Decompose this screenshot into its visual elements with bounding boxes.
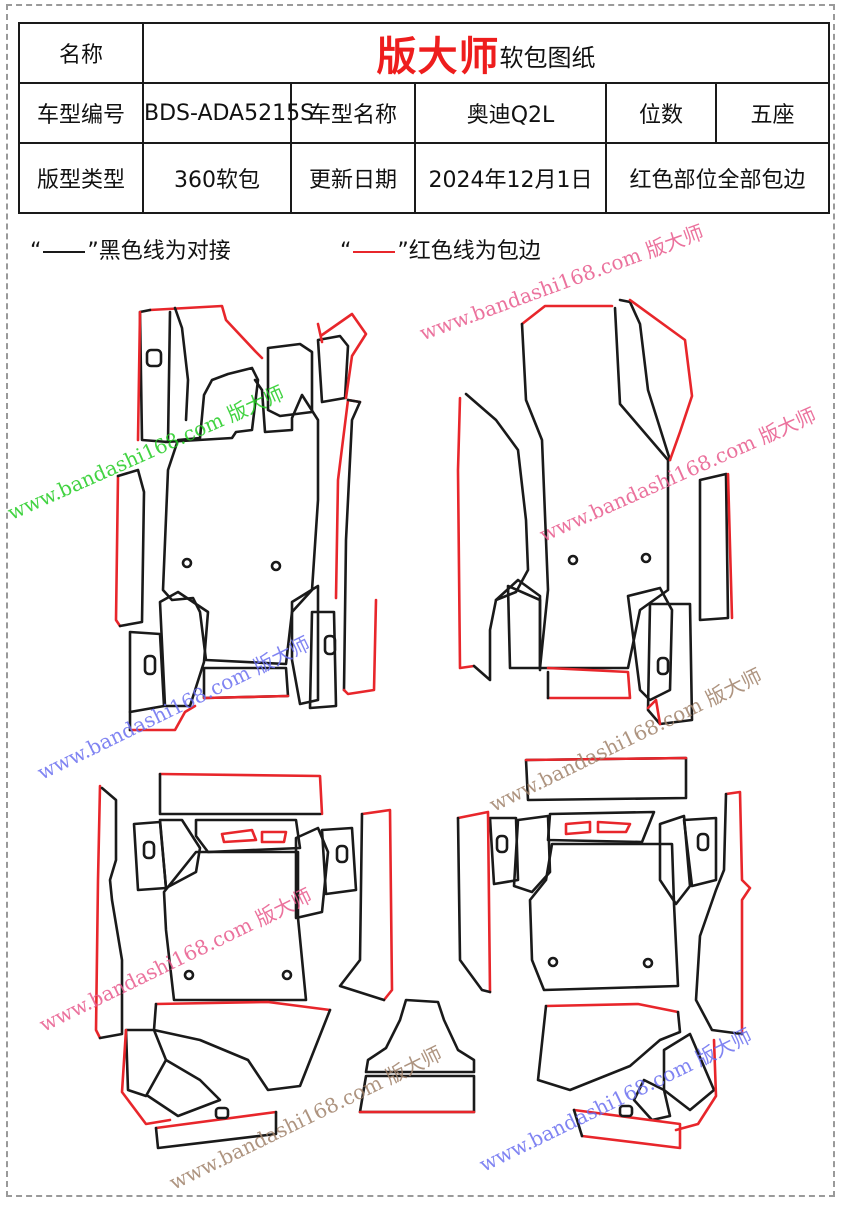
black-line-sample xyxy=(43,251,86,253)
update-label: 更新日期 xyxy=(290,142,416,214)
seats-value: 五座 xyxy=(714,82,831,144)
legend-black: “”黑色线为对接 xyxy=(30,239,231,264)
legend-red: “”红色线为包边 xyxy=(340,239,541,264)
name-label: 名称 xyxy=(18,22,144,84)
front-right-mat xyxy=(456,298,734,726)
seats-label: 位数 xyxy=(605,82,717,144)
legend-black-text: ”黑色线为对接 xyxy=(87,239,231,264)
model-name-label: 车型名称 xyxy=(290,82,416,144)
front-left-mat xyxy=(114,304,378,732)
brand-title: 版大师 xyxy=(376,34,500,80)
title-cell: 版大师软包图纸 xyxy=(141,22,831,84)
page-frame xyxy=(6,4,835,1197)
type-value: 360软包 xyxy=(142,142,292,214)
rear-left-mat xyxy=(94,772,394,1150)
model-name: 奥迪Q2L xyxy=(414,82,607,144)
model-code-label: 车型编号 xyxy=(18,82,144,144)
type-label: 版型类型 xyxy=(18,142,144,214)
red-line-sample xyxy=(353,251,396,253)
legend-red-text: ”红色线为包边 xyxy=(397,239,541,264)
spec-table: 名称 版大师软包图纸 车型编号 BDS-ADA5215S 车型名称 奥迪Q2L … xyxy=(18,22,831,214)
model-code: BDS-ADA5215S xyxy=(142,82,314,144)
update-value: 2024年12月1日 xyxy=(414,142,607,214)
edge-note: 红色部位全部包边 xyxy=(604,142,831,214)
brand-subtitle: 软包图纸 xyxy=(499,44,596,72)
rear-right-mat xyxy=(456,756,752,1150)
rear-center-mat xyxy=(358,998,476,1114)
